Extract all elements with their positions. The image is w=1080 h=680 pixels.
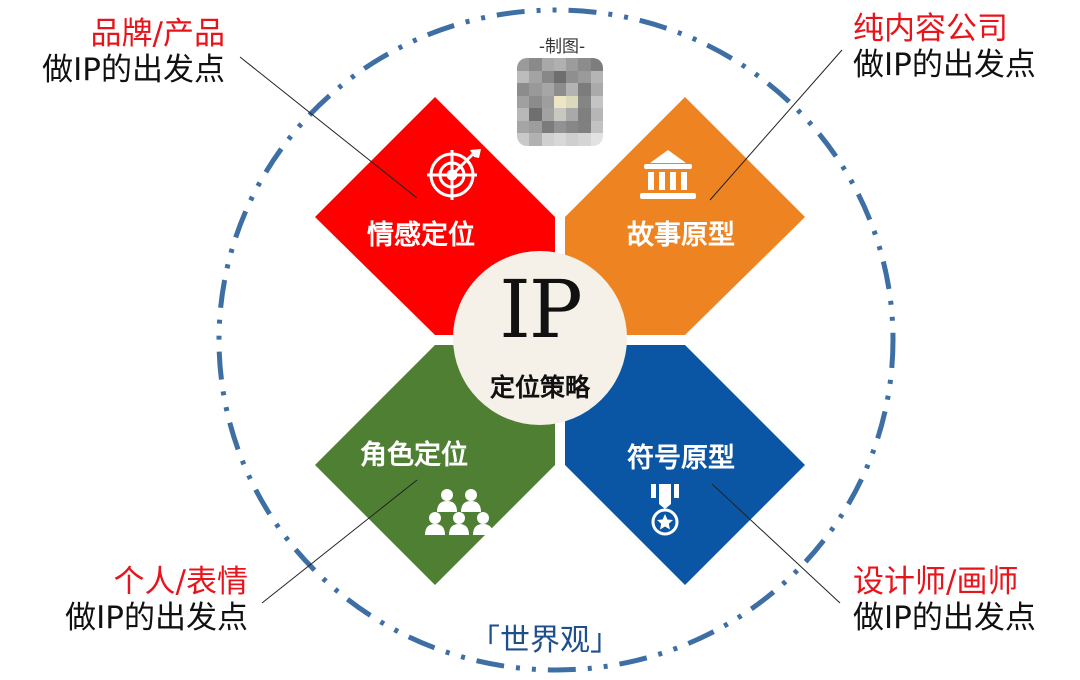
quadrant-title-symbol: 符号原型 xyxy=(627,443,735,474)
callout-text: 做IP的出发点 xyxy=(853,46,1036,83)
worldview-ring xyxy=(216,7,896,673)
callout-text: 做IP的出发点 xyxy=(853,599,1036,636)
callout-text: 做IP的出发点 xyxy=(65,599,248,636)
people-group-icon xyxy=(425,489,493,535)
callout-highlight: 纯内容公司 xyxy=(853,11,1008,47)
center-title: IP xyxy=(499,263,582,356)
callout-highlight: 设计师/画师 xyxy=(853,564,1019,600)
target-icon xyxy=(427,149,481,200)
callout-content-company: 纯内容公司 做IP的出发点 xyxy=(853,11,1036,83)
leader-line-bottom-left xyxy=(261,479,418,604)
quadrant-title-emotional: 情感定位 xyxy=(367,220,475,251)
callout-designer-illustrator: 设计师/画师 做IP的出发点 xyxy=(853,564,1036,636)
callout-highlight: 个人/表情 xyxy=(113,564,248,600)
leader-line-bottom-right xyxy=(711,483,841,604)
worldview-label: 「世界观」 xyxy=(470,623,620,658)
callout-text: 做IP的出发点 xyxy=(42,51,225,88)
quadrant-title-character: 角色定位 xyxy=(360,440,468,471)
maker-label: -制图- xyxy=(538,37,586,57)
quadrant-title-story: 故事原型 xyxy=(627,220,735,251)
blurred-qr-code xyxy=(517,58,603,146)
leader-line-top-right xyxy=(709,49,843,201)
museum-icon xyxy=(640,150,696,199)
callout-highlight: 品牌/产品 xyxy=(90,16,225,52)
quadrant-symbol-archetype xyxy=(565,345,805,585)
leader-line-top-left xyxy=(239,56,418,199)
center-circle xyxy=(453,251,627,425)
callout-brand-product: 品牌/产品 做IP的出发点 xyxy=(42,16,225,88)
callout-personal-emoji: 个人/表情 做IP的出发点 xyxy=(65,564,248,636)
center-subtitle: 定位策略 xyxy=(489,373,590,402)
quadrant-story-archetype xyxy=(565,97,805,335)
medal-icon xyxy=(651,484,679,536)
